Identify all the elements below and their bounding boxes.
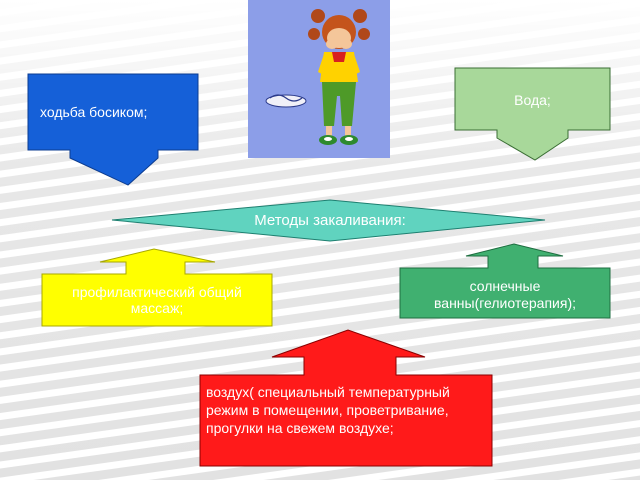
water-callout-shape: [454, 67, 611, 161]
massage-callout-shape: [41, 248, 273, 327]
air-callout-shape: [199, 329, 493, 467]
center-label: Методы закаливания:: [254, 212, 406, 229]
air-label: воздух( специальный температурный режим …: [206, 384, 450, 436]
barefoot-label: ходьба босиком;: [40, 104, 148, 120]
sun-callout-shape: [399, 243, 611, 319]
girl-illustration: [248, 0, 390, 158]
water-label: Вода;: [514, 92, 551, 108]
sun-label: солнечные ванны(гелиотерапия);: [434, 278, 576, 311]
massage-label: профилактический общий массаж;: [72, 284, 242, 316]
center-diamond-shape: [111, 199, 546, 242]
barefoot-callout-shape: [27, 73, 199, 186]
